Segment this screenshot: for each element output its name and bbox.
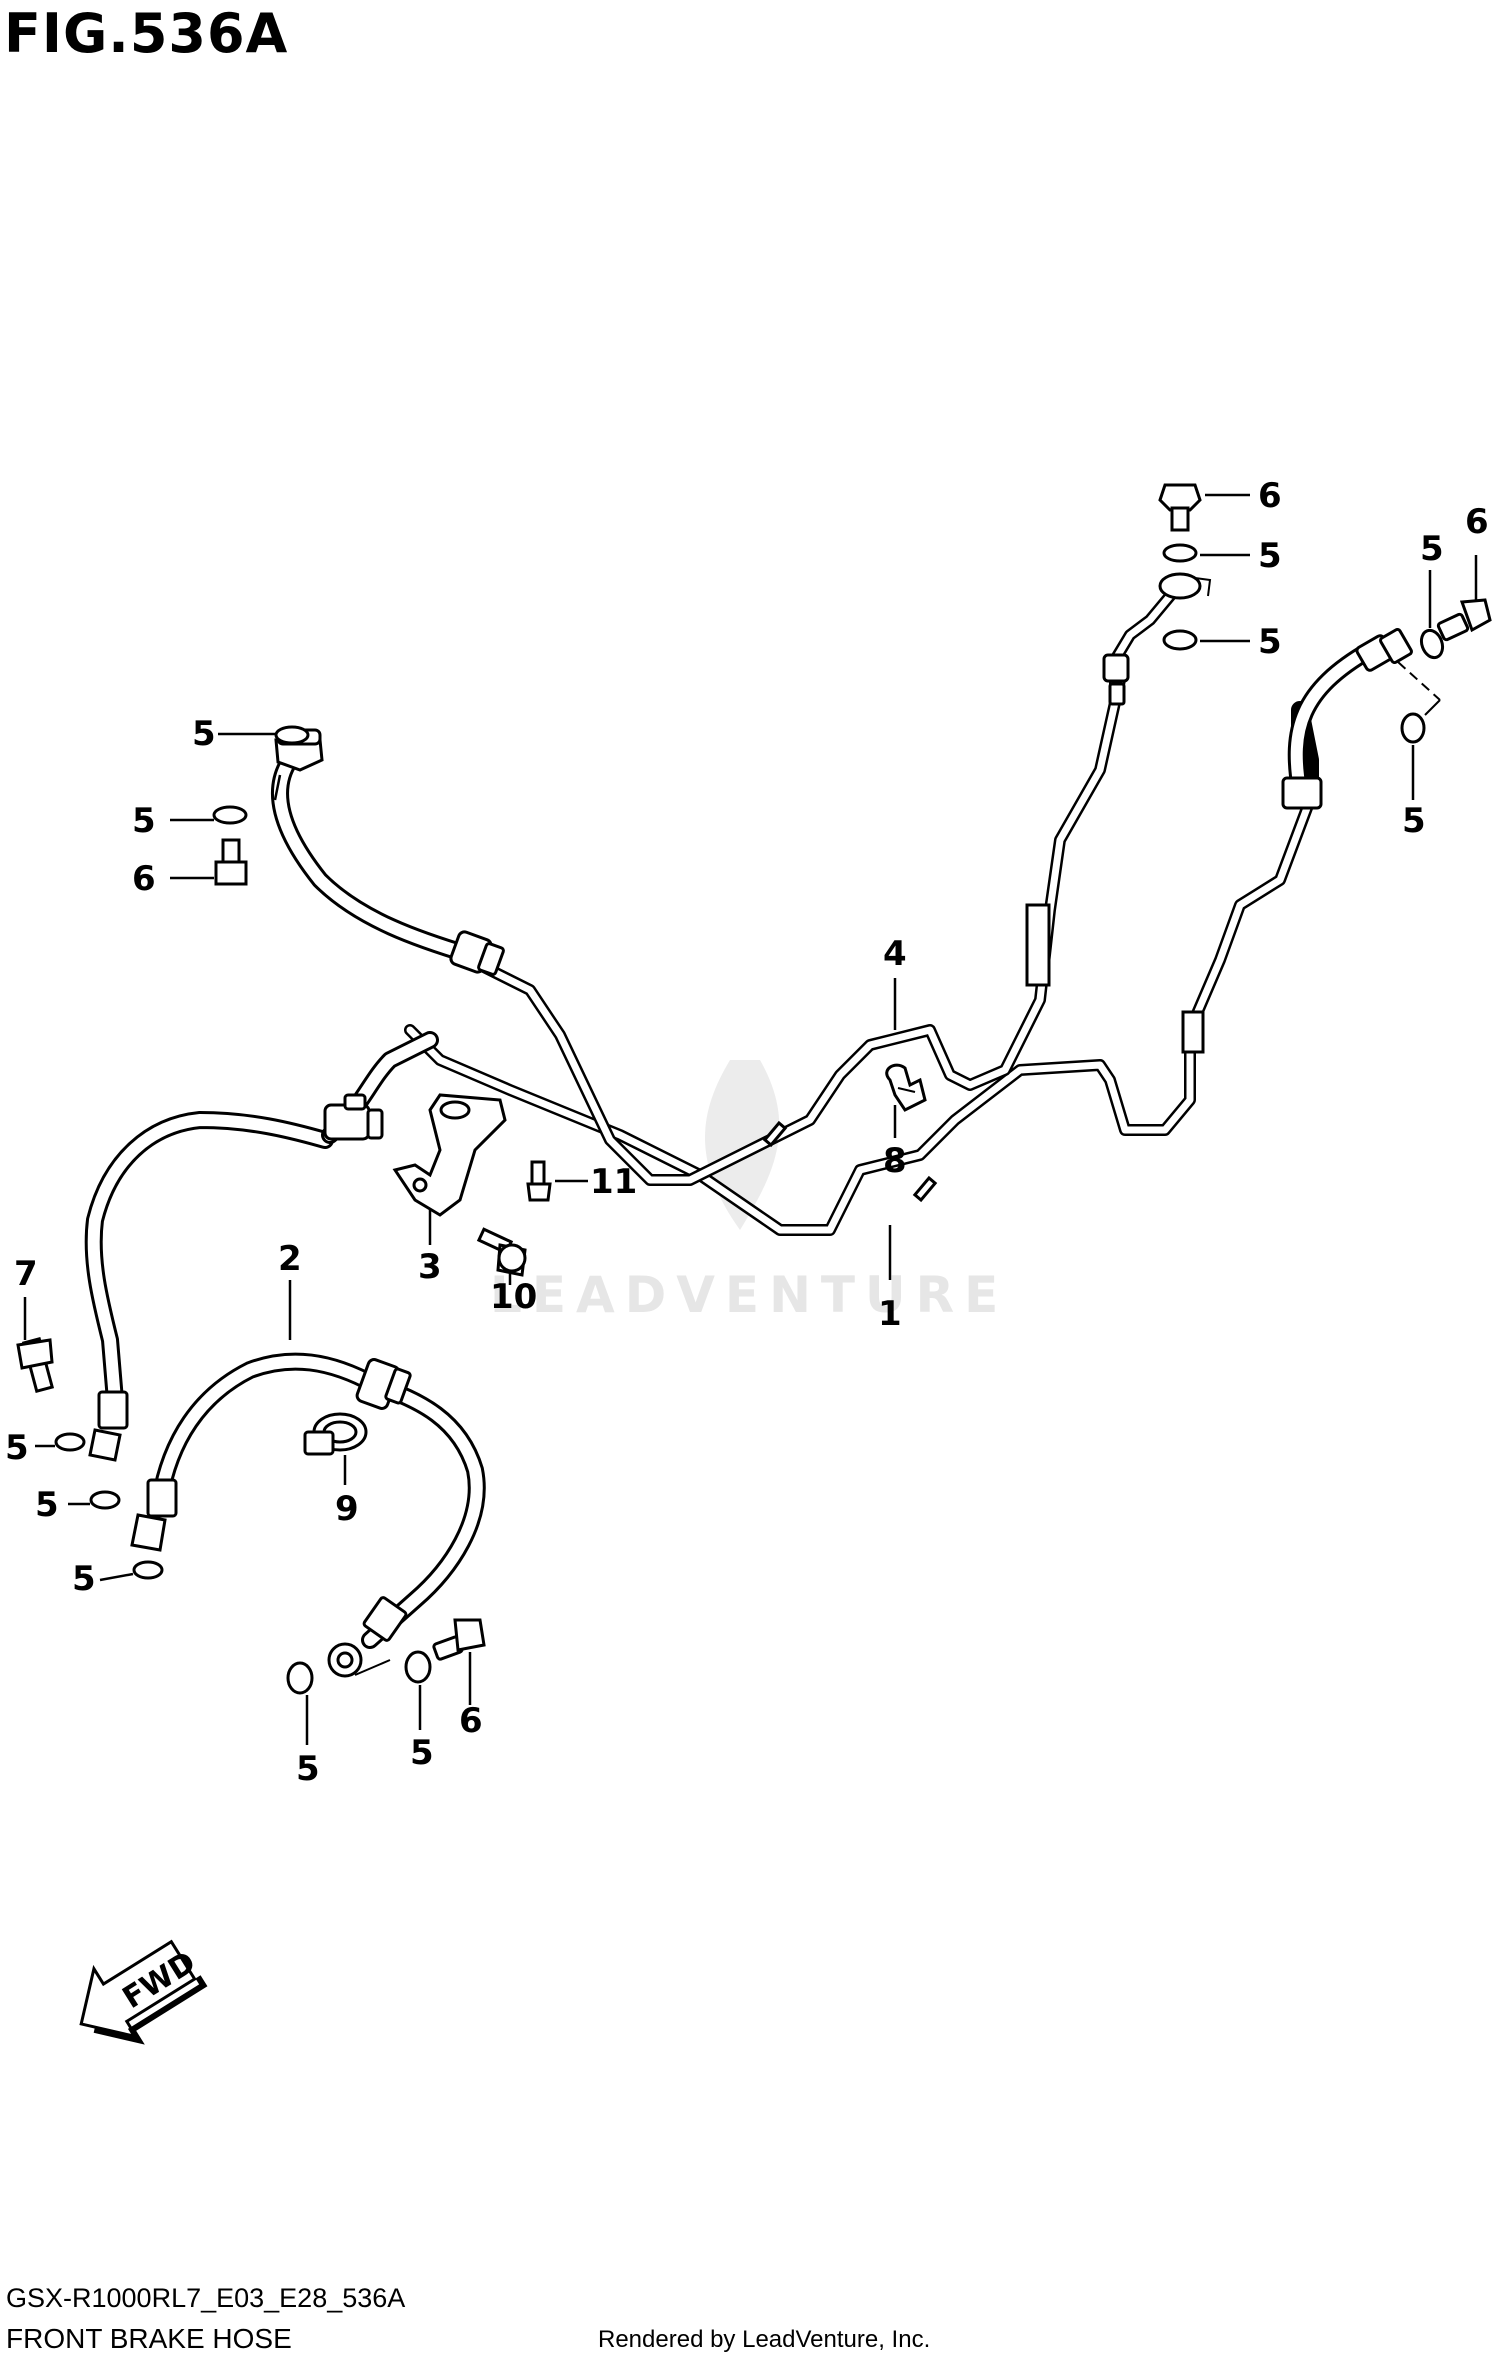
brake-pipe-4	[474, 674, 1126, 1186]
callout-2: 2	[278, 1239, 302, 1279]
callout-5: 5	[296, 1749, 320, 1789]
banjo-bolt-6-bottom	[432, 1618, 486, 1661]
callout-8: 8	[883, 1141, 907, 1181]
callout-5: 5	[132, 801, 156, 841]
callout-5: 5	[1420, 529, 1444, 569]
callout-labels: 6 5 5 5 6 5 5 5 6 4 8 11 3 10 1 7 2 5 5 …	[5, 476, 1489, 1789]
bolt-11	[526, 1160, 552, 1202]
callout-10: 10	[490, 1277, 537, 1317]
callout-6: 6	[459, 1701, 483, 1741]
bracket-3	[392, 1093, 507, 1217]
callout-5: 5	[1258, 622, 1282, 662]
leadventure-watermark: LEADVENTURE	[490, 1060, 1008, 1324]
callout-5: 5	[192, 714, 216, 754]
leader-lines	[23, 493, 1478, 1745]
diagram-name: FRONT BRAKE HOSE	[6, 2323, 292, 2354]
callout-5: 5	[35, 1485, 59, 1525]
figure-title: FIG.536A	[4, 2, 289, 65]
callout-5: 5	[1402, 801, 1426, 841]
callout-5: 5	[72, 1559, 96, 1599]
washers-5	[54, 543, 1445, 1695]
callout-11: 11	[590, 1162, 637, 1202]
fwd-arrow-icon: FWD	[79, 1939, 208, 2045]
callout-5: 5	[1258, 536, 1282, 576]
flex-hose-2	[130, 1352, 486, 1678]
bolt-10	[476, 1227, 527, 1277]
callout-5: 5	[5, 1428, 29, 1468]
bolt-7	[16, 1336, 55, 1394]
banjo-bolt-6-top	[1158, 483, 1202, 532]
banjo-bolt-6-left	[214, 838, 248, 886]
callout-6: 6	[1258, 476, 1282, 516]
callout-6: 6	[1465, 502, 1489, 542]
watermark-text: LEADVENTURE	[490, 1266, 1008, 1324]
callout-5: 5	[410, 1733, 434, 1773]
clip-8	[885, 1063, 927, 1112]
hose-clamp-9	[303, 1412, 368, 1456]
upper-banjo-fitting	[1102, 572, 1212, 706]
callout-4: 4	[883, 934, 907, 974]
rendered-by-credit: Rendered by LeadVenture, Inc.	[598, 2326, 931, 2353]
model-code: GSX-R1000RL7_E03_E28_536A	[6, 2283, 406, 2313]
right-upper-hose	[1281, 627, 1441, 810]
callout-1: 1	[878, 1294, 902, 1334]
pipe-grommet-upper	[323, 1093, 384, 1141]
callout-6: 6	[132, 859, 156, 899]
callout-9: 9	[335, 1489, 359, 1529]
brake-pipe-1	[404, 794, 1316, 1236]
banjo-bolt-6-right	[1436, 598, 1492, 642]
left-upper-hose	[271, 728, 505, 976]
callout-3: 3	[418, 1247, 442, 1287]
callout-7: 7	[14, 1254, 38, 1294]
